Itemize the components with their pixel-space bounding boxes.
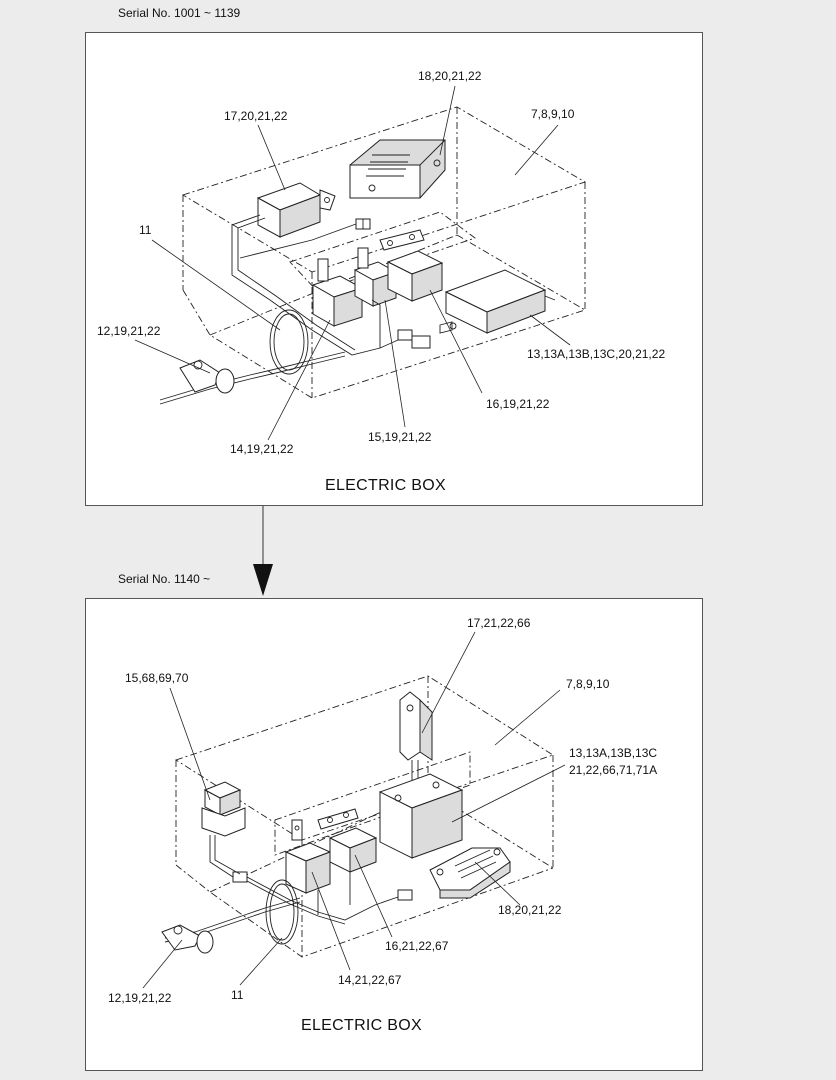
callout-top-9: 14,19,21,22 [230, 442, 294, 456]
top-panel-title: ELECTRIC BOX [325, 477, 446, 494]
bottom-controller-box [378, 773, 464, 859]
top-grommet-ring [269, 309, 309, 375]
transition-arrow [253, 506, 273, 596]
serial-label-top: Serial No. 1001 ~ 1139 [118, 6, 241, 20]
bottom-relay-15 [201, 781, 246, 837]
callout-top-8: 15,19,21,22 [368, 430, 432, 444]
top-wiring-harness [159, 214, 399, 405]
bottom-panel-title: ELECTRIC BOX [301, 1017, 422, 1034]
callout-bottom-3: 7,8,9,10 [566, 677, 610, 691]
callout-bottom-1: 17,21,22,66 [467, 616, 531, 630]
top-leader-lines [134, 85, 571, 441]
callout-top-3: 7,8,9,10 [531, 107, 575, 121]
callout-bottom-6: 16,21,22,67 [385, 939, 449, 953]
callout-top-7: 16,19,21,22 [486, 397, 550, 411]
bottom-grommet-ring [265, 879, 299, 945]
serial-label-bottom: Serial No. 1140 ~ [118, 572, 211, 586]
top-regulator [256, 182, 336, 238]
callout-bottom-7: 14,21,22,67 [338, 973, 402, 987]
callout-bottom-5: 18,20,21,22 [498, 903, 562, 917]
callout-bottom-9: 11 [231, 988, 244, 1002]
bottom-rectifier [429, 847, 511, 899]
top-rectifier [349, 139, 446, 199]
callout-top-1: 18,20,21,22 [418, 69, 482, 83]
top-relays [311, 229, 444, 327]
bottom-bracket-regulator [399, 691, 433, 790]
callout-top-2: 17,20,21,22 [224, 109, 288, 123]
callout-bottom-4a: 13,13A,13B,13C [569, 746, 658, 760]
callout-top-4: 11 [139, 223, 152, 237]
bottom-leader-lines [142, 631, 566, 989]
callout-top-5: 12,19,21,22 [97, 324, 161, 338]
bottom-relays [284, 808, 378, 894]
top-wire-clamp [179, 359, 235, 394]
callout-bottom-8: 12,19,21,22 [108, 991, 172, 1005]
callout-bottom-4b: 21,22,66,71,71A [569, 763, 658, 777]
callout-bottom-2: 15,68,69,70 [125, 671, 189, 685]
bottom-wire-clamp [161, 924, 214, 954]
top-box-outline [181, 106, 587, 399]
callout-top-6: 13,13A,13B,13C,20,21,22 [527, 347, 666, 361]
top-controller-box [439, 269, 556, 334]
top-connector-lower [397, 329, 431, 349]
top-connector-small [355, 218, 371, 230]
